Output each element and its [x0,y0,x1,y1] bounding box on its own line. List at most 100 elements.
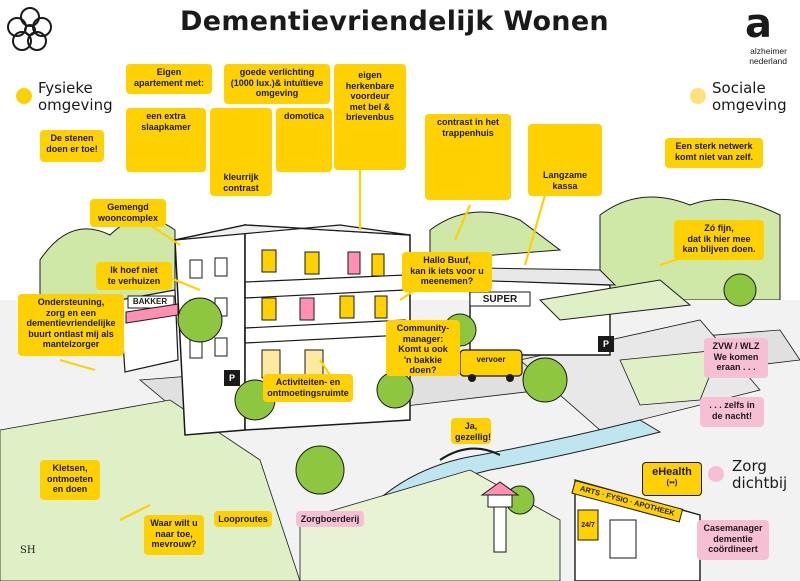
hallo-line-1: Hallo Buuf, [423,255,471,265]
nacht-line-2: de nacht! [711,410,752,421]
transport-bus [459,349,523,382]
label-wooncomplex: Gemengd wooncomplex [90,199,166,227]
waar-line-3: mevrouw? [151,539,197,549]
label-eigen-app: Eigen apartement met: [126,64,212,94]
label-zofijn: Zó fijn, dat ik hier mee kan blijven doe… [674,220,764,260]
waar-line-1: Waar wilt u [150,518,198,528]
zofijn-line-3: kan blijven doen. [682,244,756,254]
gezellig-line-2: gezellig! [455,431,492,442]
verlichting-line-2: (1000 lux.)& intuïtieve [230,77,324,88]
physical-line-1: Fysieke [38,79,93,97]
voordeur-line-4: met bel & [349,101,391,112]
trappenhuis-line-2: trappenhuis [442,127,494,138]
eigen-app-line-2: apartement met: [133,77,205,88]
eigen-app-line-1: Eigen [156,67,182,77]
label-kleurrijk: kleurrijk contrast [210,108,272,196]
kletsen-line-1: Kletsen, [52,463,88,473]
label-verlichting: goede verlichting (1000 lux.)& intuïtiev… [224,64,330,104]
stenen-line-2: doen er toe! [46,143,98,154]
care-line-2: dichtbij [732,474,788,492]
label-slaapkamer: een extra slaapkamer [126,108,206,172]
ehealth-sign: eHealth (••) [642,462,702,496]
stenen-line-1: De stenen [50,133,94,143]
supermarket-sign: SUPER [482,294,518,305]
gezellig-line-1: Ja, [464,421,478,431]
community-line-5: doen? [409,365,437,375]
ondersteuning-line-3: dementievriendelijke [26,318,116,328]
verhuizen-line-1: Ik hoef niet [110,265,158,275]
verlichting-line-1: goede verlichting [239,67,315,77]
kassa-line-1: Langzame [542,170,587,180]
ondersteuning-line-4: buurt ontlast mij als [28,328,114,339]
open-hours-sign: 24/7 [581,522,595,529]
community-line-4: 'n bakkie [403,354,443,365]
social-dot [690,88,706,104]
care-dot [708,466,724,482]
activiteiten-line-2: ontmoetingsruimte [267,387,349,398]
label-physical: Fysieke omgeving [38,80,113,114]
hallo-line-2: kan ik iets voor u [410,265,484,276]
zvw-line-1: ZVW / WLZ [712,341,760,351]
parking-sign-2: P [224,370,240,386]
nacht-line-1: . . . zelfs in [709,400,755,410]
label-activiteiten: Activiteiten- en ontmoetingsruimte [263,374,353,402]
casemanager-line-3: coördineert [708,544,758,554]
zvw-line-2: We komen [713,351,759,362]
label-care: Zorg dichtbij [732,458,787,492]
netwerk-line-1: Een sterk netwerk [675,141,753,151]
label-domotica: domotica [276,108,332,172]
care-centre-building [574,479,701,581]
label-trappenhuis: contrast in het trappenhuis [425,114,511,200]
ondersteuning-line-5: mantelzorger [42,339,100,349]
casemanager-line-1: Casemanager [703,523,763,533]
physical-dot [16,88,32,104]
kletsen-line-3: en doen [52,484,88,494]
domotica-line-1: domotica [283,111,324,121]
label-zvw: ZVW / WLZ We komen eraan . . . [704,338,768,378]
community-line-2: manager: [402,333,444,344]
bakery-sign: BAKKER [132,297,168,306]
community-line-1: Community- [396,323,450,333]
kleurrijk-line-2: contrast [223,182,259,193]
voordeur-line-1: eigen [358,70,382,80]
wooncomplex-line-2: wooncomplex [97,212,158,223]
label-hallo: Hallo Buuf, kan ik iets voor u meenemen? [402,252,492,292]
physical-line-2: omgeving [38,96,113,114]
logo-text: alzheimer nederland [727,46,787,66]
supermarket-building [463,267,692,356]
voordeur-line-3: voordeur [350,91,390,101]
casemanager-line-2: dementie [713,533,753,544]
label-gezellig: Ja, gezellig! [451,418,491,444]
verhuizen-line-2: te verhuizen [107,275,161,286]
bus-sign: vervoer [476,355,506,364]
voordeur-line-5: brievenbus [345,112,394,122]
callout-lines [59,90,691,521]
label-community: Community- manager: Komt u ook 'n bakkie… [386,320,460,376]
label-netwerk: Een sterk netwerk komt niet van zelf. [665,138,763,168]
hallo-line-3: meenemen? [420,276,474,286]
label-casemanager: Casemanager dementie coördineert [697,520,769,560]
voordeur-line-2: herkenbare [345,80,395,91]
zofijn-line-1: Zó fijn, [704,223,734,233]
verlichting-line-3: omgeving [255,88,299,98]
parking-sign: P [598,336,614,352]
care-line-1: Zorg [732,457,767,475]
label-kassa: Langzame kassa [528,124,602,196]
wooncomplex-line-1: Gemengd [107,202,149,212]
zorgboerderij-line-1: Zorgboerderij [300,514,360,524]
kletsen-line-2: ontmoeten [47,473,93,484]
trappenhuis-line-1: contrast in het [436,117,499,127]
community-line-3: Komt u ook [398,344,448,354]
social-line-1: Sociale [712,79,766,97]
farm-tower [480,481,520,553]
page-title: Dementievriendelijk Wonen [180,6,609,37]
label-verhuizen: Ik hoef niet te verhuizen [96,262,172,290]
label-social: Sociale omgeving [712,80,787,114]
ondersteuning-line-2: zorg en een [45,307,96,318]
logo-line-1: alzheimer [750,46,787,56]
kassa-line-2: kassa [552,180,578,191]
label-ondersteuning: Ondersteuning, zorg en een dementievrien… [18,294,124,356]
social-line-2: omgeving [712,96,787,114]
ehealth-title: eHealth [652,466,692,478]
